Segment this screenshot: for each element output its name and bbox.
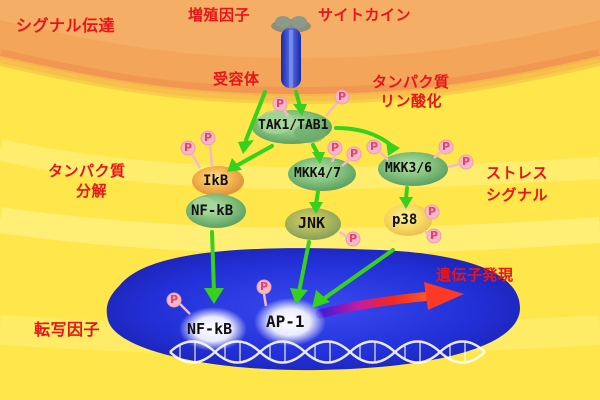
phospho-label: P [349,147,359,160]
phospho-label: P [337,90,347,103]
tak1-tab1-label: TAK1/TAB1 [258,118,329,133]
protein-degradation-label-line1: タンパク質 [48,162,126,180]
receptor-icon [271,16,311,88]
mkk3-6-label: MKK3/6 [385,161,432,176]
signal-transduction-label: シグナル伝達 [16,16,116,35]
protein-phosphorylation-label-line1: タンパク質 [372,73,450,91]
cell-membrane [0,49,600,102]
arrow-receptor-to-tak1 [294,90,302,108]
arrow-tak1-to-ikb [234,144,274,168]
p38-complex [384,204,432,236]
ap1-glow [254,298,326,346]
mkk4-7-label: MKK4/7 [294,166,341,181]
stress-signal-label-line1: ストレス [486,164,549,182]
phospho-label: P [259,280,269,293]
arrow-jnk-to-ap1 [297,240,311,294]
phospho-label: P [275,97,285,110]
nfkb-nucleus-label: NF-kB [187,320,233,338]
phospho-label: P [427,205,437,218]
jnk-complex [285,208,341,240]
cytokine-label: サイトカイン [318,6,412,24]
ap1-label: AP-1 [266,312,305,331]
phospho-label: P [348,232,358,245]
phospho-label: P [429,229,439,242]
phospho-label: P [369,140,379,153]
protein-phosphorylation-label-line2: リン酸化 [380,92,443,110]
arrow-heads [204,104,413,308]
gene-expression-label: 遺伝子発現 [436,266,514,284]
gene-expression-arrow [315,282,464,319]
phospho-label: P [203,131,213,144]
p38-label: p38 [392,212,418,228]
phospho-label: P [461,155,471,168]
mkk4-7-complex [288,157,356,191]
nfkb-cytoplasm-complex [186,194,246,228]
transcription-factor-label: 転写因子 [34,320,101,339]
mkk3-6-complex [378,152,448,186]
growth-factor-label: 増殖因子 [188,6,251,24]
phospho-label: P [330,141,340,154]
stress-signal-label-line2: シグナル [486,186,549,204]
phospho-label: P [169,293,179,306]
receptor-label: 受容体 [213,70,260,88]
arrow-nfkb-to-nucleus [210,230,216,294]
ikb-label: IkB [203,173,229,189]
protein-degradation-label-line2: 分解 [76,182,108,200]
ikb-complex [192,166,244,196]
phospho-label: P [441,140,451,153]
tak1-tab1-complex [252,110,332,144]
signal-arrows [210,90,409,302]
phosphate-markers [166,89,474,315]
arrow-receptor-to-ikb [244,90,267,142]
nfkb-nucleus-glow [179,307,247,351]
phospho-label: P [183,141,193,154]
nfkb-cytoplasm-label: NF-kB [191,203,234,219]
arrow-p38-to-ap1 [320,248,395,302]
jnk-label: JNK [298,214,326,232]
